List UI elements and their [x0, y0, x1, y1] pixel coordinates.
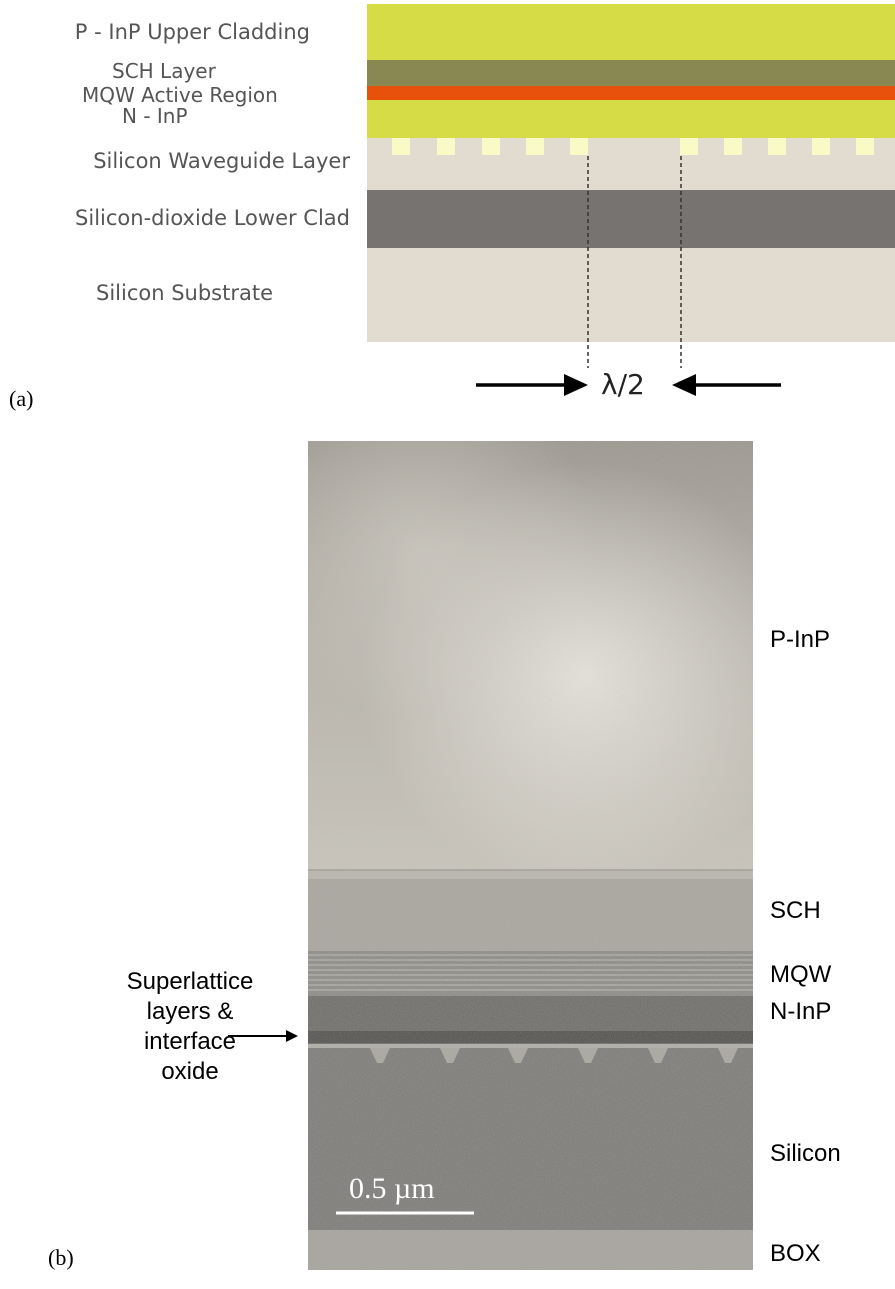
- grating-tooth: [680, 138, 698, 155]
- label-sch-layer: SCH Layer: [112, 59, 216, 83]
- arrow-right-head: [564, 374, 588, 396]
- layer-n-inp: [367, 100, 895, 138]
- grating-tooth: [392, 138, 410, 155]
- superlattice-arrow: [228, 1030, 298, 1042]
- layer-sch: [367, 60, 895, 86]
- sem-micrograph: [308, 441, 753, 1270]
- scale-bar-label: 0.5 µm: [349, 1172, 435, 1205]
- arrow-left-head: [672, 374, 696, 396]
- period-indicator: [476, 156, 781, 396]
- layer-p-inp: [367, 4, 895, 60]
- label-silicon-dioxide-lower-clad: Silicon-dioxide Lower Clad: [75, 206, 350, 230]
- panel-b-tag: (b): [48, 1245, 74, 1270]
- note-line: oxide: [161, 1058, 219, 1085]
- grating-tooth: [812, 138, 830, 155]
- label-silicon-waveguide-layer: Silicon Waveguide Layer: [93, 149, 350, 173]
- layer-mqw: [367, 86, 895, 100]
- label-silicon: Silicon: [770, 1140, 841, 1167]
- label-silicon-substrate: Silicon Substrate: [96, 281, 274, 305]
- note-line: Superlattice: [126, 968, 254, 995]
- note-line: interface: [143, 1028, 237, 1055]
- layer-silicon-waveguide: [367, 138, 895, 190]
- period-label: λ/2: [601, 368, 645, 401]
- label-sch: SCH: [770, 897, 821, 924]
- superlattice-note: Superlattice layers & interface oxide: [80, 967, 300, 1087]
- label-mqw-active-region: MQW Active Region: [82, 83, 278, 107]
- sem-noise: [308, 441, 753, 1270]
- grating-tooth: [768, 138, 786, 155]
- grating-tooth: [526, 138, 544, 155]
- label-n-inp-b: N-InP: [770, 998, 832, 1025]
- panel-a-tag: (a): [9, 386, 34, 411]
- label-box: BOX: [770, 1240, 821, 1267]
- label-p-inp: P-InP: [770, 626, 831, 653]
- layer-silicon-dioxide: [367, 190, 895, 248]
- grating-tooth: [437, 138, 455, 155]
- label-n-inp: N - InP: [122, 104, 188, 128]
- label-mqw: MQW: [770, 961, 832, 988]
- grating-tooth: [570, 138, 588, 155]
- grating-tooth: [482, 138, 500, 155]
- grating-tooth: [856, 138, 874, 155]
- label-p-inp-upper-cladding: P - InP Upper Cladding: [74, 20, 310, 44]
- note-line: layers &: [146, 998, 234, 1025]
- layer-silicon-substrate: [367, 248, 895, 342]
- grating-tooth: [724, 138, 742, 155]
